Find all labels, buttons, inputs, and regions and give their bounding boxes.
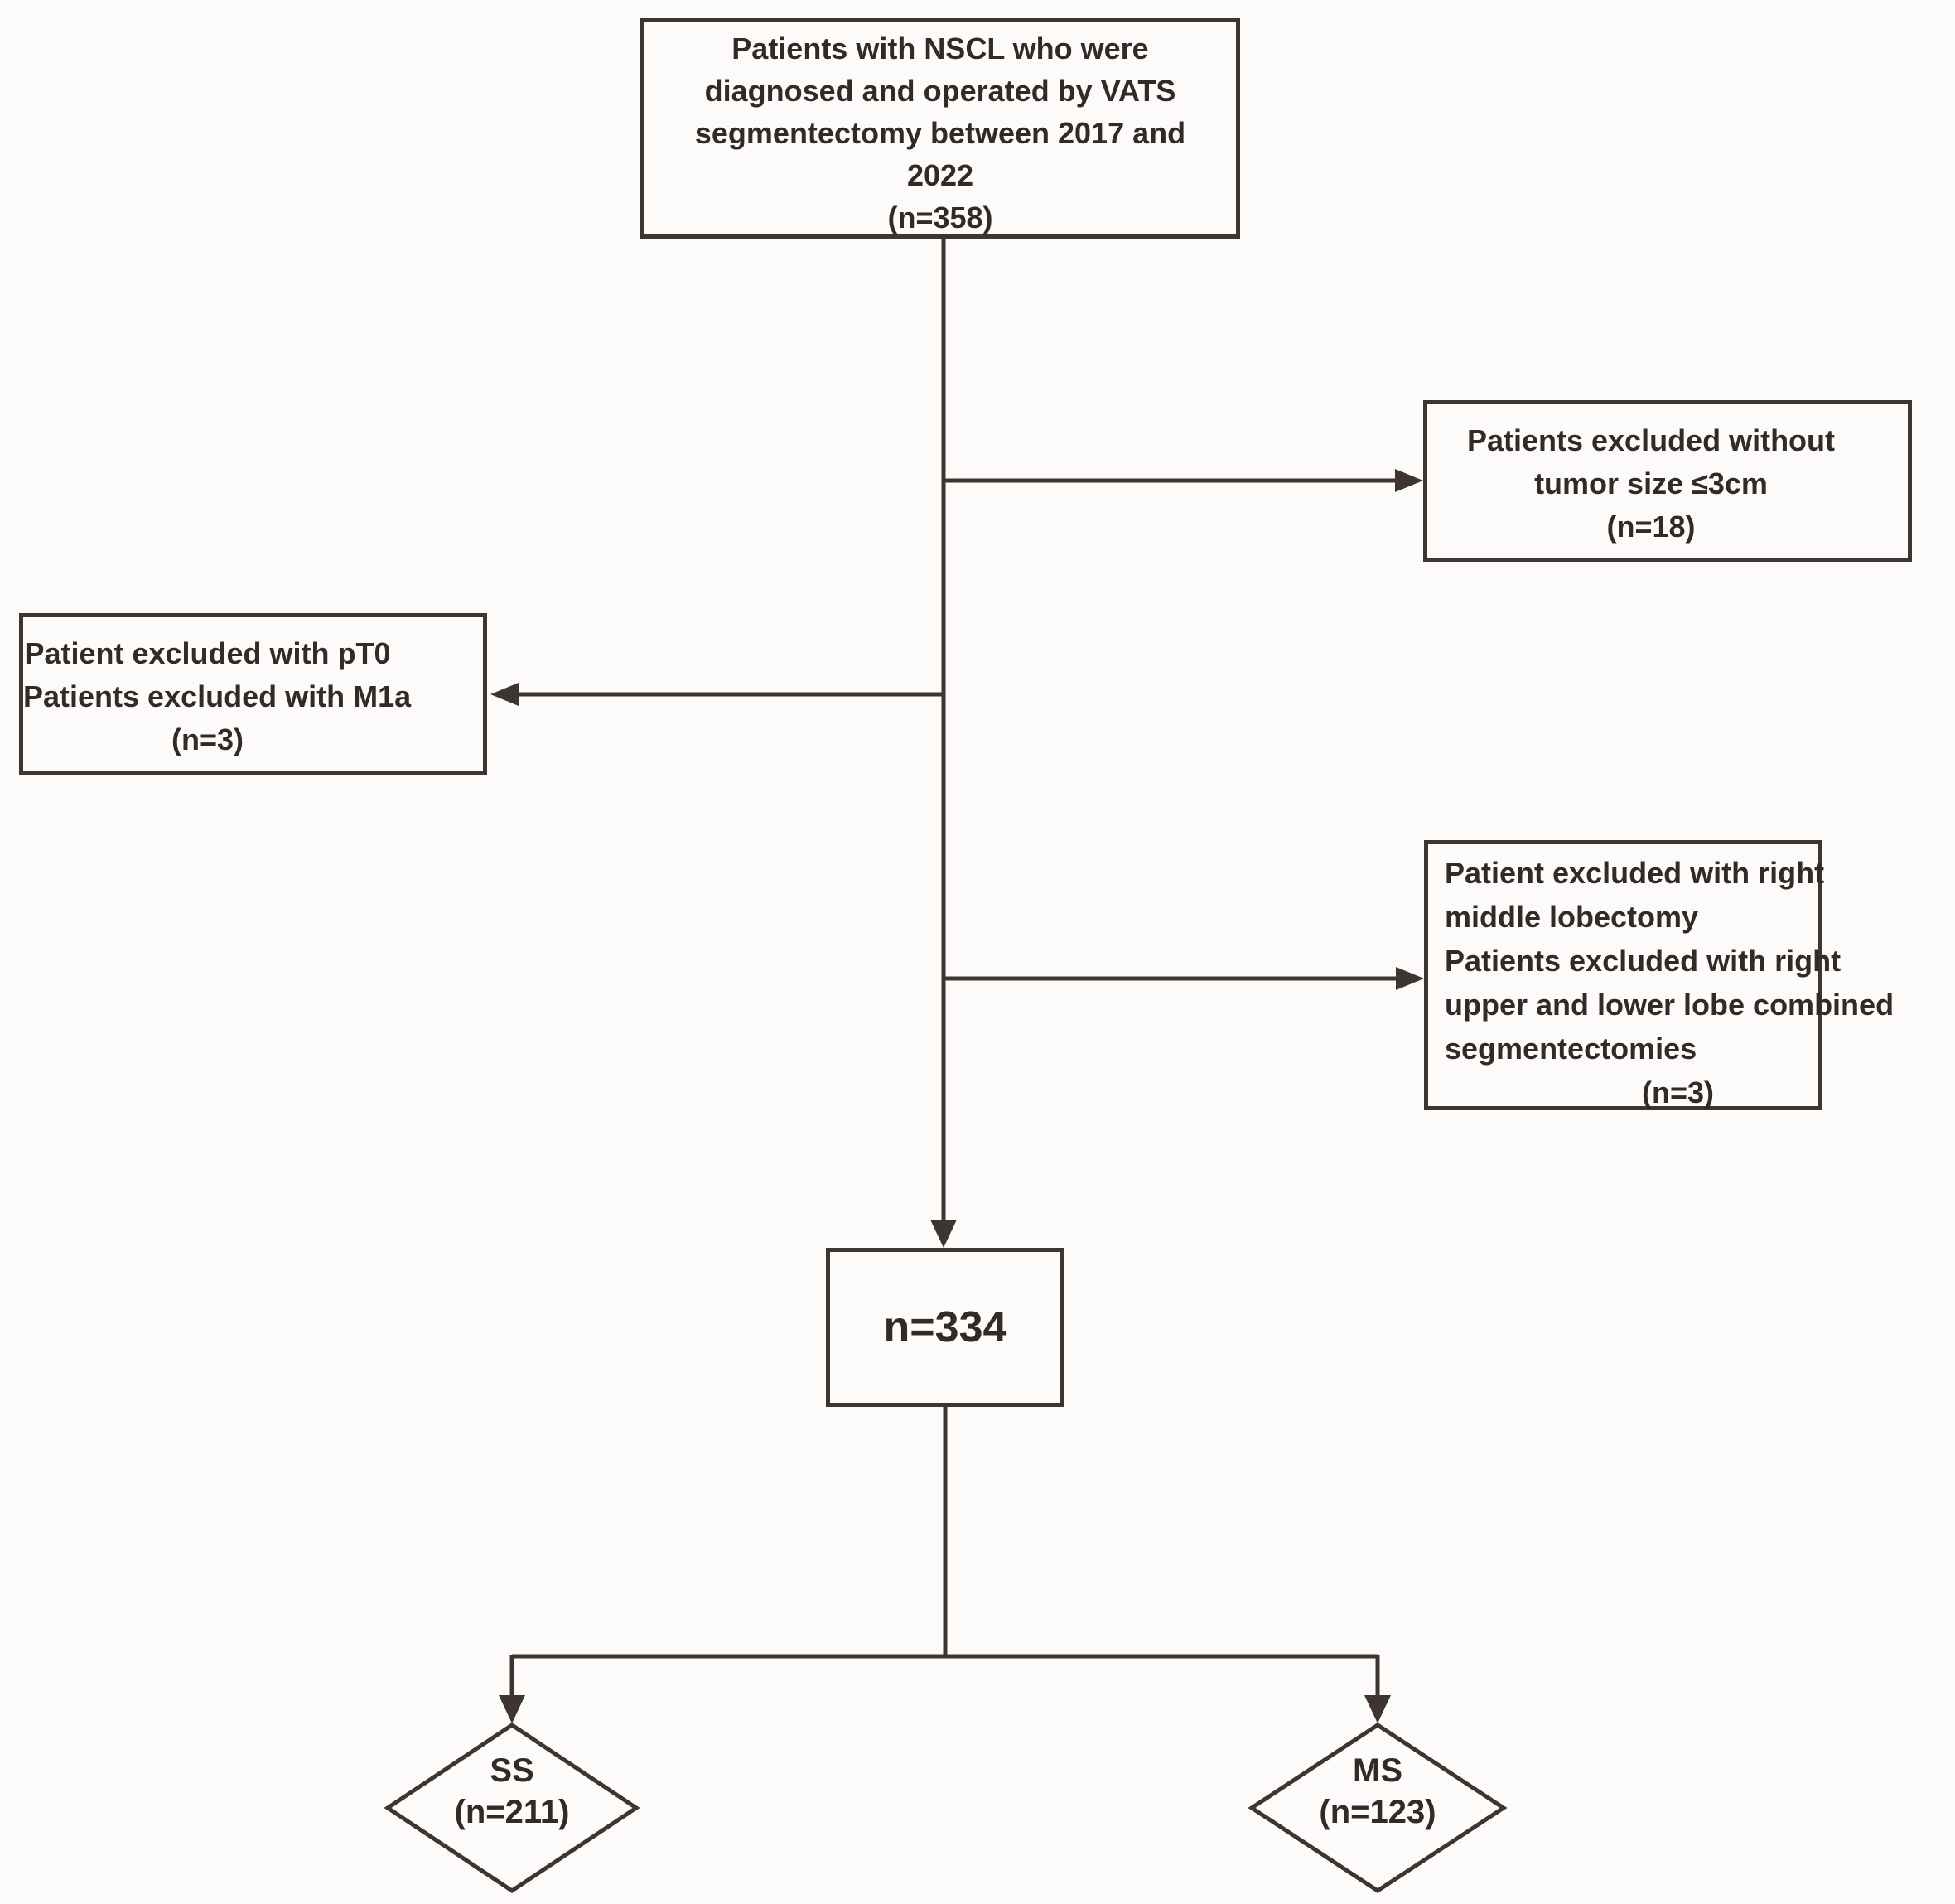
ms-group-count: (n=123) (1319, 1794, 1436, 1830)
ss-group-name: SS (490, 1752, 534, 1789)
ss-diamond-shape (384, 1722, 640, 1894)
arrow-right-tumor-icon (1395, 469, 1423, 492)
text-line: segmentectomy between 2017 and (694, 116, 1186, 150)
text-line: (n=18) (1606, 510, 1696, 544)
text-line: (n=3) (171, 722, 244, 756)
arrow-down-included-icon (930, 1220, 957, 1248)
text-line: Patients excluded with right (1445, 944, 1842, 978)
ss-diamond-label: SS (n=211) (384, 1750, 640, 1833)
text-line: diagnosed and operated by VATS (704, 74, 1176, 108)
ss-group-count: (n=211) (454, 1794, 570, 1830)
text-line: segmentectomies (1445, 1032, 1697, 1066)
text-line: 2022 (906, 158, 974, 192)
text-line: middle lobectomy (1445, 900, 1699, 934)
arrow-down-ss-icon (499, 1695, 525, 1723)
text-line: Patients excluded without (1466, 423, 1836, 457)
included-count-label: n=334 (883, 1303, 1007, 1351)
text-line: (n=358) (887, 201, 993, 234)
arrow-left-pt0-icon (490, 683, 519, 706)
ms-group-name: MS (1353, 1752, 1402, 1789)
text-line: Patients with NSCL who were (731, 31, 1149, 65)
arrow-right-lobectomy-icon (1396, 967, 1424, 990)
node-included-count: n=334 (826, 1248, 1064, 1407)
excluded-lobectomy-lines: Patient excluded with right middle lobect… (1445, 851, 1895, 1070)
node-excluded-tumor-size: Patients excluded without tumor size ≤3cm… (1423, 400, 1912, 562)
ms-diamond-shape (1248, 1723, 1508, 1893)
node-excluded-lobectomy: Patient excluded with right middle lobect… (1424, 840, 1895, 1110)
text-line: Patient excluded with pT0 (24, 636, 391, 670)
text-line: upper and lower lobe combined (1445, 988, 1895, 1022)
text-line: tumor size ≤3cm (1534, 466, 1768, 500)
text-line: Patient excluded with right (1445, 856, 1825, 890)
arrow-down-ms-icon (1364, 1695, 1391, 1723)
ms-diamond-label: MS (n=123) (1249, 1750, 1506, 1833)
text-line: Patients excluded with M1a (23, 679, 412, 713)
excluded-lobectomy-count: (n=3) (1641, 1075, 1714, 1109)
node-enrollment: Patients with NSCL who were diagnosed and… (640, 18, 1240, 239)
